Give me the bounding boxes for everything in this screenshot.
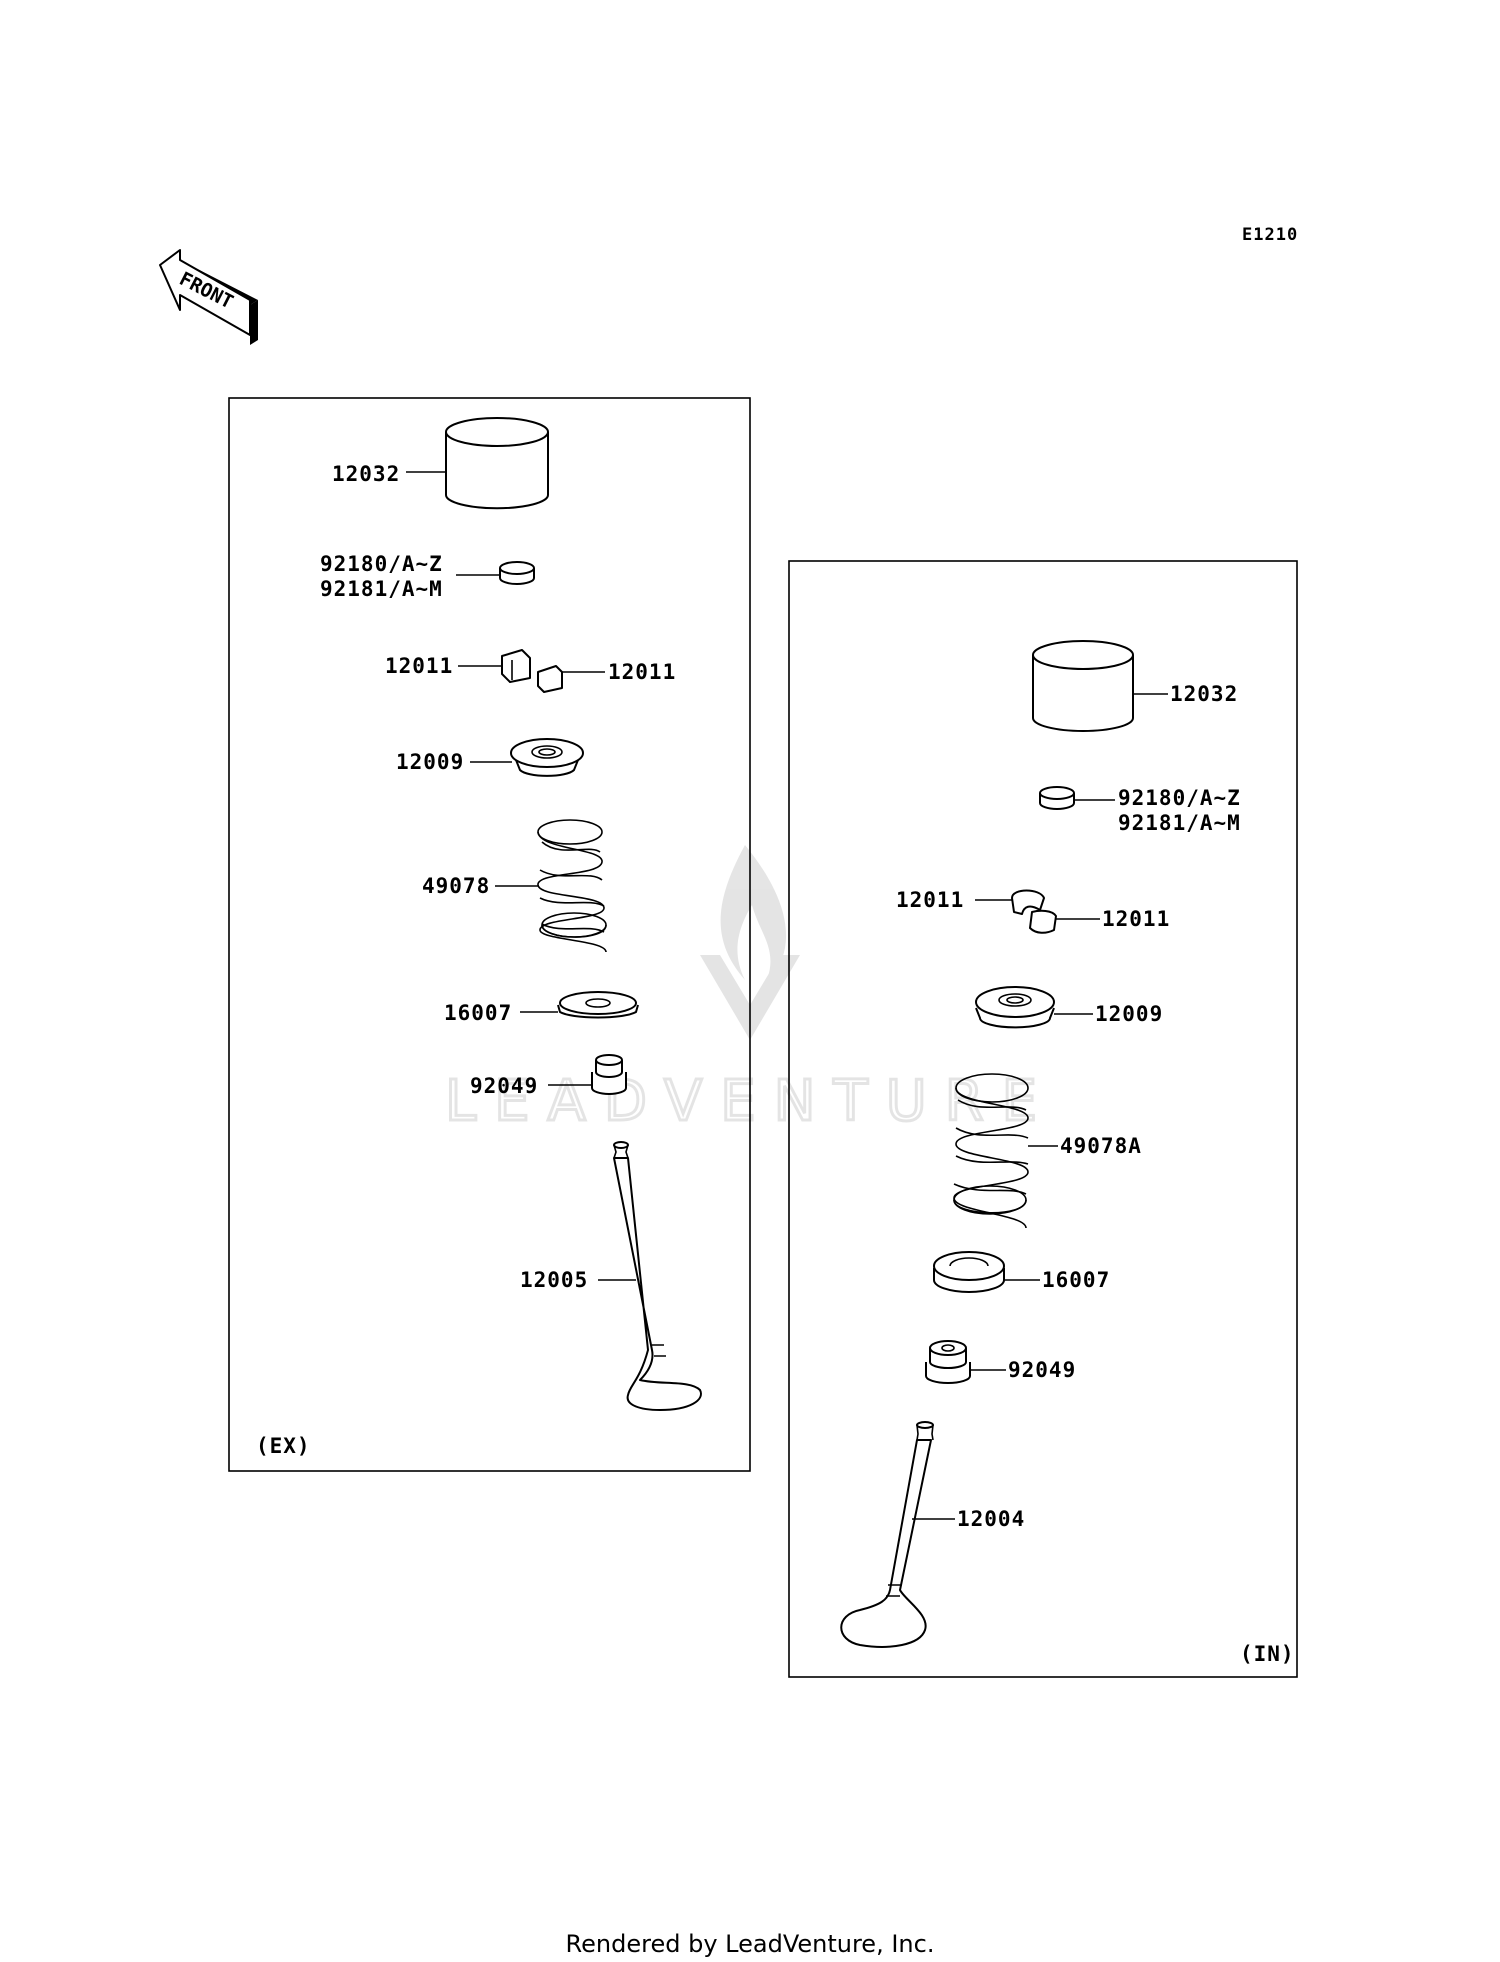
in-label-12011-left: 12011 [896, 888, 964, 912]
watermark-text: LEADVENTURE [445, 1069, 1055, 1134]
ex-label-92180: 92180/A~Z [320, 552, 443, 576]
ex-label-12005: 12005 [520, 1268, 588, 1292]
in-stemseal-92049: 92049 [925, 1340, 1076, 1384]
exhaust-panel-label: (EX) [256, 1434, 311, 1458]
ex-spring-49078: 49078 [422, 819, 607, 953]
ex-stemseal-92049: 92049 [470, 1054, 627, 1098]
ex-label-12032: 12032 [332, 462, 400, 486]
ex-seat-16007: 16007 [444, 991, 639, 1025]
in-label-92049: 92049 [1008, 1358, 1076, 1382]
ex-cotters-12011: 12011 12011 [385, 649, 676, 693]
intake-panel: (IN) 12032 92180/A~Z 92181/A~M 12011 120… [788, 560, 1298, 1678]
in-label-12032: 12032 [1170, 682, 1238, 706]
footer-credit: Rendered by LeadVenture, Inc. [566, 1930, 935, 1958]
ex-tappet-12032: 12032 [332, 417, 549, 510]
ex-label-92049: 92049 [470, 1074, 538, 1098]
in-tappet-12032: 12032 [1032, 640, 1238, 732]
ex-label-16007: 16007 [444, 1001, 512, 1025]
ex-label-12009: 12009 [396, 750, 464, 774]
leadventure-watermark: LEADVENTURE [443, 845, 1055, 1136]
ex-valve-12005: 12005 [520, 1141, 702, 1411]
in-label-12004: 12004 [957, 1507, 1025, 1531]
ex-label-49078: 49078 [422, 874, 490, 898]
exhaust-panel: (EX) 12032 92180/A~Z 92181/A~M 12011 120… [228, 397, 751, 1472]
in-valve-12004: 12004 [840, 1421, 1025, 1648]
in-label-12009: 12009 [1095, 1002, 1163, 1026]
in-label-12011-right: 12011 [1102, 907, 1170, 931]
in-seat-16007: 16007 [933, 1251, 1110, 1293]
ex-shim-92180: 92180/A~Z 92181/A~M [320, 552, 535, 601]
in-cotters-12011: 12011 12011 [896, 888, 1170, 934]
ex-label-12011-left: 12011 [385, 654, 453, 678]
ex-label-92181: 92181/A~M [320, 577, 443, 601]
in-label-16007: 16007 [1042, 1268, 1110, 1292]
in-label-92181: 92181/A~M [1118, 811, 1241, 835]
in-label-49078A: 49078A [1060, 1134, 1142, 1158]
in-spring-49078A: 49078A [953, 1073, 1142, 1229]
front-arrow-icon: FRONT [159, 249, 258, 345]
in-shim-92180: 92180/A~Z 92181/A~M [1039, 786, 1241, 835]
diagram-code: E1210 [1242, 225, 1298, 245]
intake-panel-label: (IN) [1240, 1642, 1295, 1666]
ex-retainer-12009: 12009 [396, 738, 584, 777]
ex-label-12011-right: 12011 [608, 660, 676, 684]
in-label-92180: 92180/A~Z [1118, 786, 1241, 810]
in-retainer-12009: 12009 [975, 986, 1163, 1029]
